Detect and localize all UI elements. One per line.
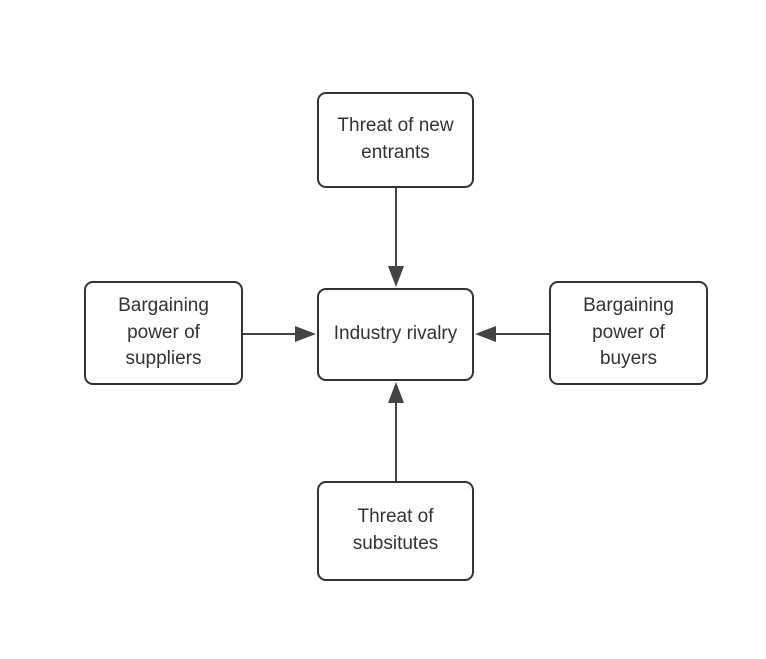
edge-entrants-to-rivalry: [388, 188, 404, 287]
node-industry-rivalry[interactable]: Industry rivalry: [317, 288, 474, 381]
node-label: Threat of new entrants: [337, 115, 454, 163]
edge-substitutes-to-rivalry: [388, 382, 404, 481]
node-label: Bargaining power of buyers: [583, 294, 674, 370]
node-bargaining-power-of-buyers[interactable]: Bargaining power of buyers: [549, 281, 708, 385]
node-label: Threat of subsitutes: [352, 506, 439, 554]
node-label: Industry rivalry: [333, 323, 458, 345]
edge-buyers-to-rivalry: [475, 326, 549, 342]
node-threat-of-substitutes[interactable]: Threat of subsitutes: [317, 481, 474, 581]
node-threat-of-new-entrants[interactable]: Threat of new entrants: [317, 92, 474, 188]
node-label: Bargaining power of suppliers: [118, 294, 209, 370]
edge-suppliers-to-rivalry: [243, 326, 316, 342]
node-bargaining-power-of-suppliers[interactable]: Bargaining power of suppliers: [84, 281, 243, 385]
